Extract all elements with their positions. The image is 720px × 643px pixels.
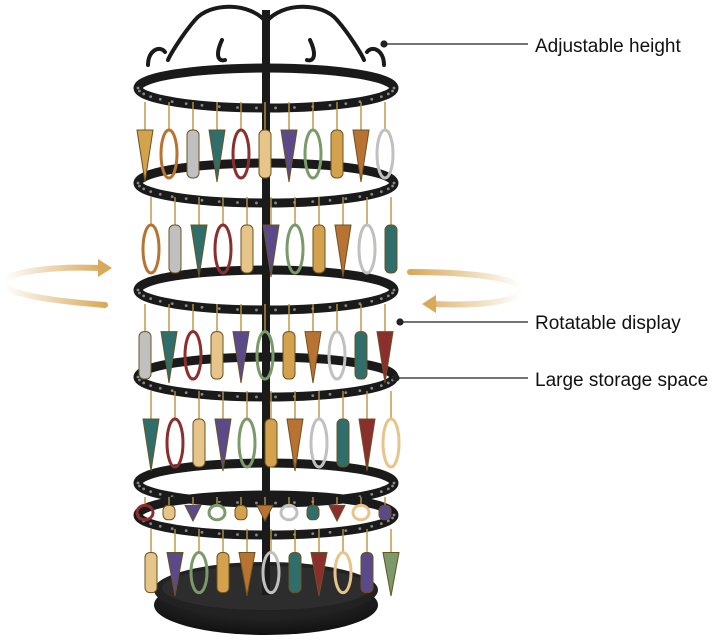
earring [303,102,323,180]
rotation-arrow-left [0,259,112,308]
earring [142,391,160,472]
earring [210,304,224,380]
earring [216,529,230,594]
callout-leaders [380,40,528,382]
earring [186,102,200,179]
earring [183,304,203,381]
earring [384,197,398,274]
earring [358,391,376,472]
callout-rotatable-display: Rotatable display [535,313,681,334]
center-pole [262,10,270,595]
earring [207,497,227,522]
earring [330,102,344,179]
earring [159,102,179,180]
earring [306,497,320,521]
earring [357,197,377,275]
earring [144,529,158,594]
earring [336,391,350,468]
earring [166,529,184,597]
earring [208,102,226,183]
earring [375,102,395,180]
earring [240,197,254,274]
earring [264,391,278,468]
earring [328,497,346,523]
earring [213,197,233,275]
earring [231,102,251,180]
earring [234,497,248,521]
earring [138,304,152,380]
earring [190,197,208,278]
earring [360,529,374,594]
earring [255,304,275,381]
earring [141,197,161,275]
earring [354,304,368,380]
earring [309,391,329,469]
earring [312,197,326,274]
earring [262,197,280,278]
earrings [135,102,401,597]
earring [189,529,209,595]
earring [304,304,322,384]
earring [378,497,392,521]
earring [165,391,185,469]
earring [214,391,232,472]
earring [279,497,299,522]
earring [288,529,302,594]
earring [352,102,370,183]
earring [135,497,155,522]
top-hooks [146,4,386,67]
earring [258,102,272,179]
earring [168,197,182,274]
earring [192,391,206,468]
earring [376,304,394,384]
earring [256,497,274,523]
earring [310,529,328,597]
earring [333,529,353,595]
earring [232,304,250,384]
tier-ring [133,265,399,315]
callout-large-storage-space: Large storage space [535,370,709,391]
earring [136,102,154,183]
earring [286,391,304,472]
earring [381,391,401,469]
rotation-arrow-right [407,269,525,313]
earring [237,391,257,469]
earring [382,529,400,597]
earring [184,497,202,523]
callout-adjustable-height: Adjustable height [535,36,681,57]
earring [285,197,305,275]
earring [334,197,352,278]
earring [238,529,256,597]
earring [162,497,176,521]
earring [327,304,347,381]
earring [280,102,298,183]
earring [160,304,178,384]
tier-ring [133,63,399,113]
earring [261,529,281,595]
earring [282,304,296,380]
earring [351,497,371,522]
